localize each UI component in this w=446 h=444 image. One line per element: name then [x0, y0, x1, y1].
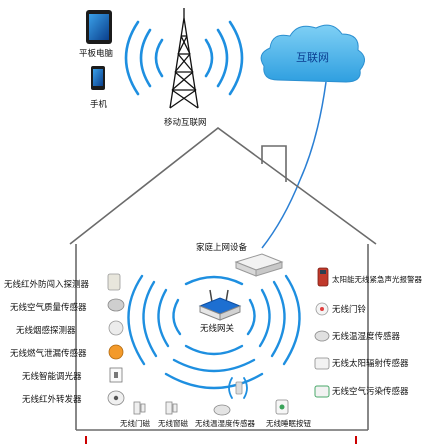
tablet-icon: [86, 10, 112, 44]
door-magnet-icon: [133, 401, 146, 415]
floor-temp-humidity-icon: [213, 404, 231, 416]
tower-icon: [169, 8, 199, 109]
temp-humidity-sensor-icon: [314, 330, 330, 342]
air-quality-sensor-icon: [107, 298, 125, 312]
window-magnet-icon: [165, 401, 178, 415]
mini-waves: [228, 377, 248, 399]
left-device-label-5: 无线红外转发器: [22, 394, 82, 405]
solar-alarm-icon: [317, 267, 329, 287]
gateway-label: 无线网关: [200, 323, 235, 334]
phone-label: 手机: [90, 99, 108, 110]
house-outline: [69, 126, 377, 431]
home-router-icon: [234, 253, 284, 277]
gateway-icon: [198, 289, 242, 321]
right-device-label-4: 无线空气污染传感器: [332, 386, 409, 397]
phone-icon: [91, 66, 105, 90]
tower-right-waves: [204, 20, 244, 96]
infrared-detector-icon: [107, 273, 121, 291]
bottom-device-label-2: 无线温湿度传感器: [195, 418, 255, 428]
internet-link-line: [261, 81, 327, 249]
right-device-label-1: 无线门铃: [332, 304, 367, 315]
right-device-label-3: 无线太阳辐射传感器: [332, 358, 409, 369]
left-device-label-3: 无线燃气泄漏传感器: [10, 348, 87, 359]
bottom-device-label-0: 无线门磁: [120, 418, 150, 428]
right-device-label-0: 太阳能无线紧急声光报警器: [332, 274, 422, 284]
cloud-icon: [260, 24, 365, 83]
solar-radiation-sensor-icon: [314, 357, 330, 370]
tablet-label: 平板电脑: [79, 48, 114, 59]
left-device-label-0: 无线红外防闯入探测器: [4, 279, 90, 290]
tower-left-waves: [124, 20, 164, 96]
cloud-label: 互联网: [296, 51, 329, 64]
sleep-button-icon: [275, 399, 289, 415]
left-device-label-2: 无线烟感探测器: [16, 325, 76, 336]
gateway-waves: [127, 274, 301, 390]
mini-sensor-icon: [235, 381, 243, 395]
bottom-device-label-1: 无线窗磁: [158, 418, 188, 428]
ir-repeater-icon: [107, 390, 125, 406]
dimmer-icon: [109, 367, 123, 383]
home-device-label: 家庭上网设备: [196, 242, 248, 253]
doorbell-icon: [315, 302, 329, 316]
air-pollution-sensor-icon: [314, 385, 330, 398]
right-device-label-2: 无线温湿度传感器: [332, 331, 401, 342]
tower-label: 移动互联网: [164, 117, 207, 128]
left-device-label-4: 无线智能调光器: [22, 371, 82, 382]
gas-leak-sensor-icon: [108, 344, 124, 360]
smoke-detector-icon: [108, 320, 124, 336]
bottom-device-label-3: 无线睡眠按钮: [266, 418, 311, 428]
left-device-label-1: 无线空气质量传感器: [10, 302, 87, 313]
